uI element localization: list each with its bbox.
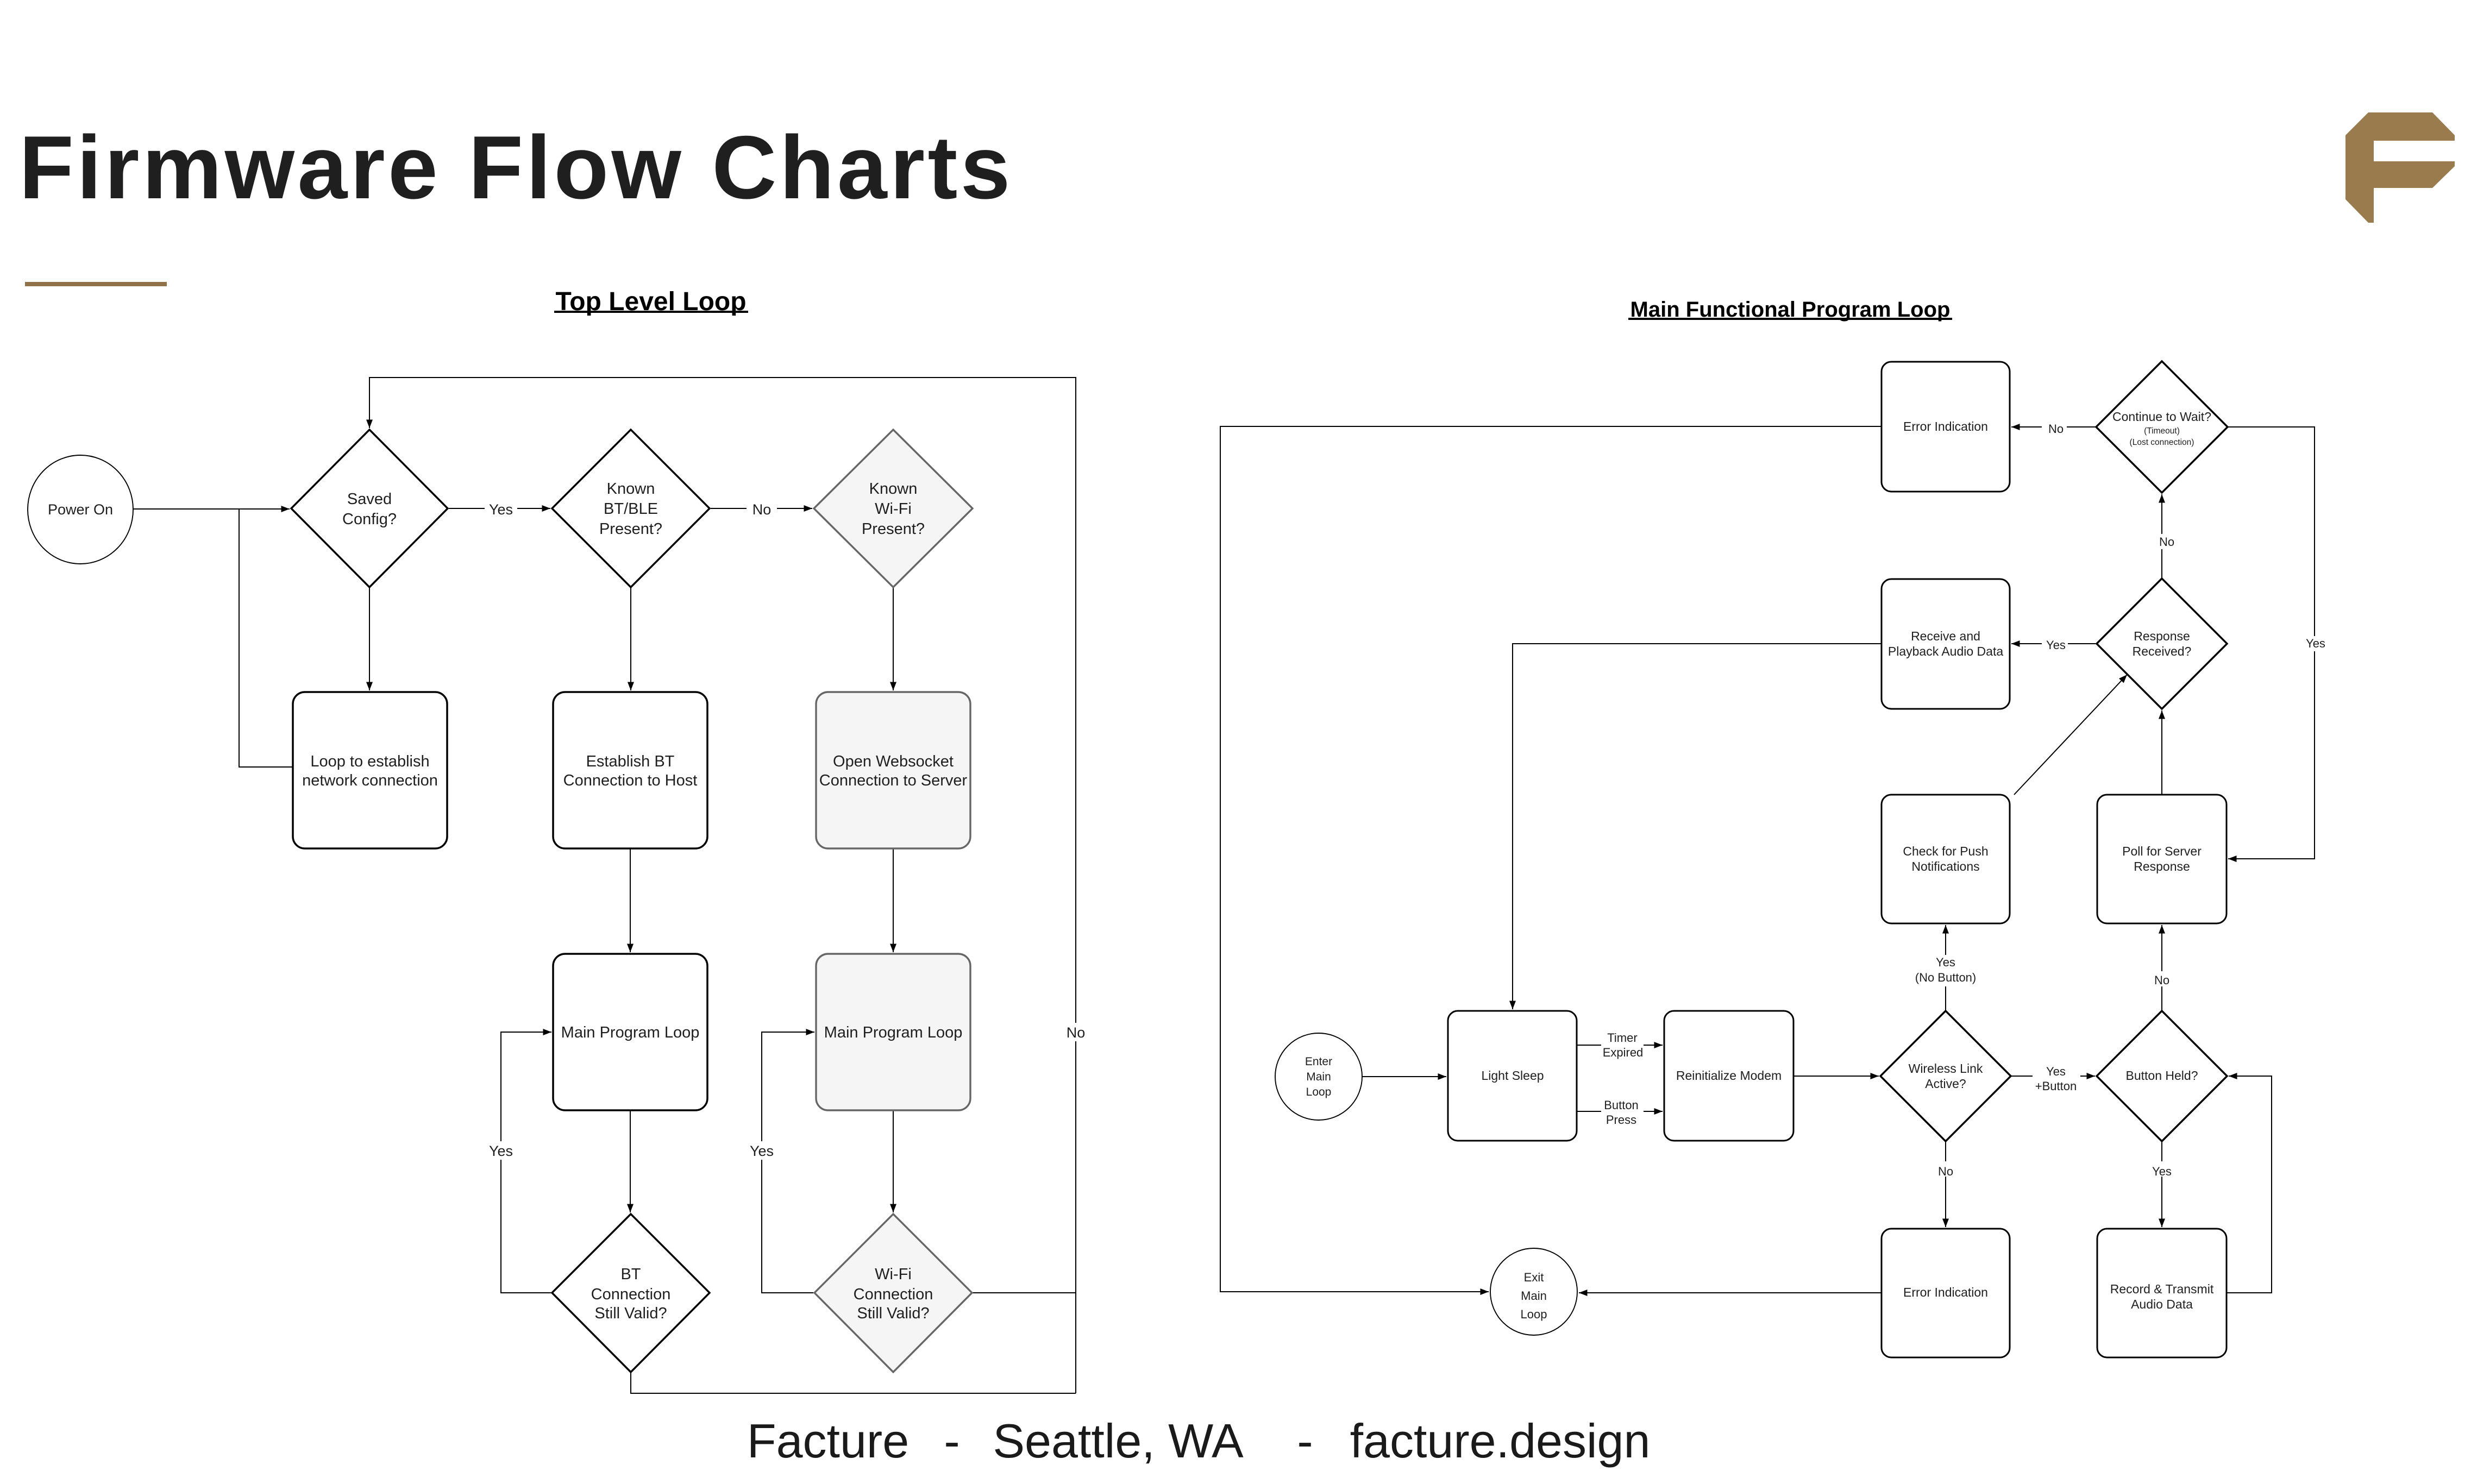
svg-text:Playback Audio Data: Playback Audio Data bbox=[1888, 644, 2003, 658]
svg-text:Connection: Connection bbox=[854, 1286, 933, 1303]
svg-text:Press: Press bbox=[1606, 1113, 1636, 1127]
svg-text:Main: Main bbox=[1521, 1289, 1547, 1303]
svg-text:Continue to Wait?: Continue to Wait? bbox=[2112, 410, 2211, 424]
svg-text:Response: Response bbox=[2134, 859, 2190, 873]
svg-text:Connection to Host: Connection to Host bbox=[563, 772, 698, 789]
svg-text:No: No bbox=[1938, 1165, 1953, 1178]
svg-text:Reinitialize Modem: Reinitialize Modem bbox=[1676, 1068, 1782, 1083]
svg-text:Active?: Active? bbox=[1925, 1077, 1966, 1091]
svg-text:Connection to Server: Connection to Server bbox=[819, 772, 968, 789]
svg-text:Exit: Exit bbox=[1524, 1271, 1544, 1284]
svg-text:Still Valid?: Still Valid? bbox=[594, 1305, 667, 1322]
svg-text:Response: Response bbox=[2134, 629, 2190, 643]
svg-text:Received?: Received? bbox=[2133, 644, 2192, 658]
svg-text:Wireless Link: Wireless Link bbox=[1909, 1061, 1983, 1076]
svg-text:Notifications: Notifications bbox=[1911, 859, 1979, 873]
svg-text:Receive and: Receive and bbox=[1911, 629, 1980, 643]
svg-text:Yes: Yes bbox=[489, 501, 513, 518]
svg-text:Open Websocket: Open Websocket bbox=[833, 753, 954, 770]
svg-text:Loop to establish: Loop to establish bbox=[310, 753, 429, 770]
svg-text:Power On: Power On bbox=[48, 501, 113, 518]
svg-text:Connection: Connection bbox=[591, 1286, 671, 1303]
svg-text:Yes: Yes bbox=[2046, 1065, 2066, 1078]
svg-text:Main Program Loop: Main Program Loop bbox=[824, 1024, 963, 1041]
svg-text:-: - bbox=[944, 1414, 959, 1468]
svg-text:Yes: Yes bbox=[2152, 1165, 2172, 1178]
svg-text:(Lost connection): (Lost connection) bbox=[2130, 438, 2194, 447]
svg-text:Loop: Loop bbox=[1521, 1307, 1547, 1321]
svg-text:Expired: Expired bbox=[1603, 1046, 1644, 1059]
svg-text:Establish BT: Establish BT bbox=[586, 753, 675, 770]
svg-text:Config?: Config? bbox=[342, 511, 397, 528]
svg-text:Timer: Timer bbox=[1607, 1031, 1637, 1045]
svg-text:Seattle, WA: Seattle, WA bbox=[993, 1414, 1244, 1468]
svg-text:No: No bbox=[2154, 973, 2169, 987]
svg-text:No: No bbox=[2159, 535, 2174, 549]
svg-text:Yes: Yes bbox=[2306, 637, 2325, 650]
svg-text:Error Indication: Error Indication bbox=[1903, 1285, 1988, 1299]
svg-text:(Timeout): (Timeout) bbox=[2144, 426, 2180, 436]
svg-text:network connection: network connection bbox=[302, 772, 438, 789]
svg-text:BT: BT bbox=[620, 1266, 641, 1283]
svg-text:Button: Button bbox=[1604, 1098, 1639, 1112]
svg-text:Poll for Server: Poll for Server bbox=[2122, 844, 2202, 858]
svg-text:Facture: Facture bbox=[747, 1414, 909, 1468]
svg-text:Yes: Yes bbox=[2046, 638, 2066, 652]
svg-text:No: No bbox=[1067, 1024, 1086, 1041]
svg-text:Audio Data: Audio Data bbox=[2131, 1297, 2193, 1311]
svg-text:Present?: Present? bbox=[862, 520, 925, 538]
svg-text:Record & Transmit: Record & Transmit bbox=[2110, 1282, 2214, 1296]
svg-text:facture.design: facture.design bbox=[1350, 1414, 1651, 1468]
svg-text:Light Sleep: Light Sleep bbox=[1481, 1068, 1544, 1083]
svg-text:Loop: Loop bbox=[1306, 1086, 1332, 1098]
svg-text:Wi-Fi: Wi-Fi bbox=[875, 1266, 912, 1283]
svg-text:Check for Push: Check for Push bbox=[1903, 844, 1988, 858]
svg-text:Yes: Yes bbox=[489, 1143, 513, 1159]
svg-text:+Button: +Button bbox=[2035, 1079, 2077, 1093]
svg-text:Error Indication: Error Indication bbox=[1903, 419, 1988, 433]
svg-text:Main Program Loop: Main Program Loop bbox=[561, 1024, 700, 1041]
svg-text:Still Valid?: Still Valid? bbox=[857, 1305, 929, 1322]
svg-text:Yes: Yes bbox=[750, 1143, 774, 1159]
svg-text:Wi-Fi: Wi-Fi bbox=[875, 500, 912, 518]
svg-text:Main: Main bbox=[1306, 1071, 1331, 1083]
svg-text:Firmware Flow Charts: Firmware Flow Charts bbox=[19, 117, 1013, 217]
svg-text:-: - bbox=[1297, 1414, 1313, 1468]
svg-text:Main Functional Program Loop: Main Functional Program Loop bbox=[1630, 298, 1951, 322]
svg-text:Button Held?: Button Held? bbox=[2126, 1068, 2198, 1083]
svg-text:Enter: Enter bbox=[1305, 1055, 1332, 1068]
svg-text:Known: Known bbox=[869, 480, 918, 498]
svg-text:BT/BLE: BT/BLE bbox=[604, 500, 658, 518]
svg-text:No: No bbox=[2048, 422, 2064, 436]
svg-text:No: No bbox=[752, 501, 772, 518]
svg-text:Yes: Yes bbox=[1936, 955, 1955, 969]
svg-text:Saved: Saved bbox=[347, 491, 392, 508]
svg-text:(No Button): (No Button) bbox=[1915, 971, 1977, 984]
svg-text:Present?: Present? bbox=[599, 520, 662, 538]
svg-text:Known: Known bbox=[607, 480, 655, 498]
